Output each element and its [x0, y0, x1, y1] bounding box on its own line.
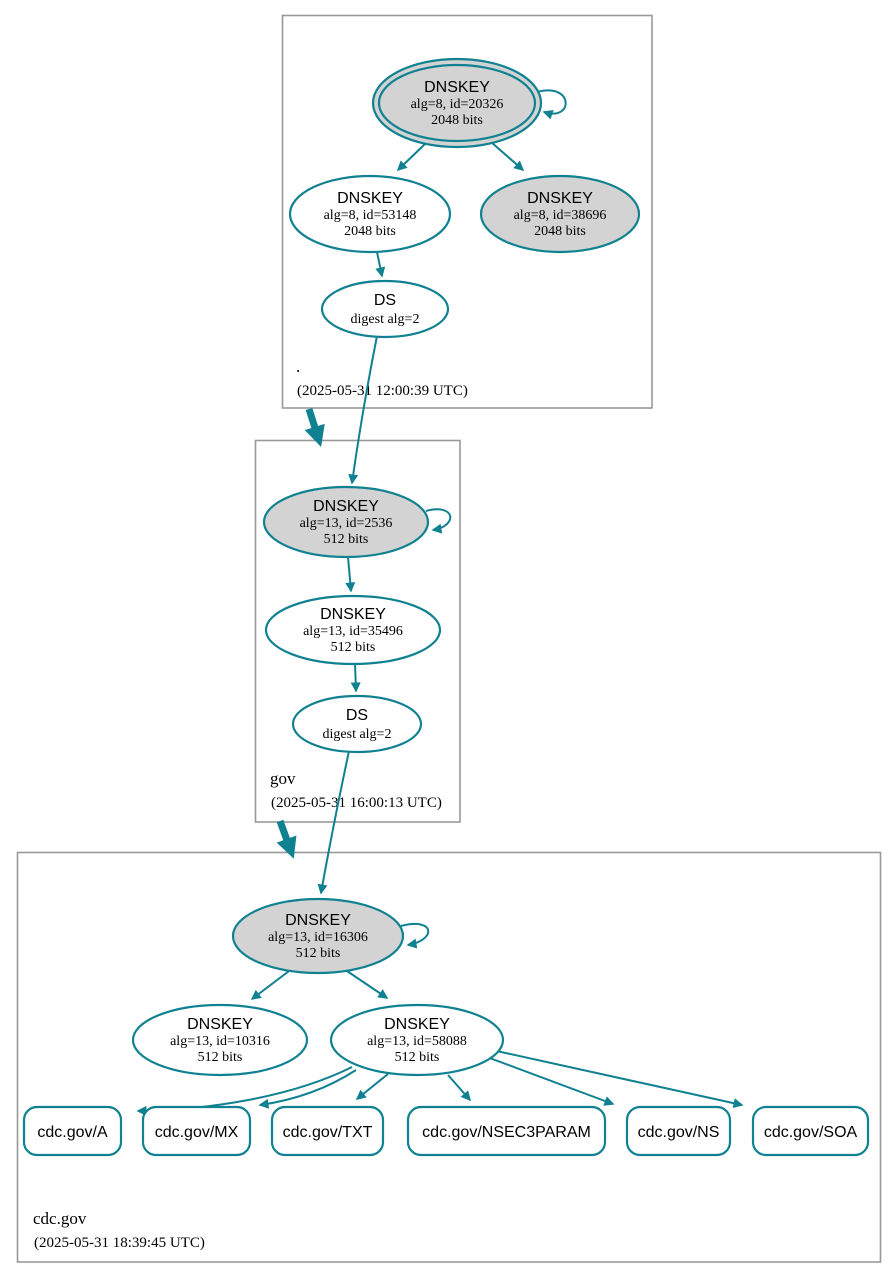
- zone-gov-label: gov: [270, 769, 296, 788]
- rrset-cdc-gov-ns-box: [625, 1105, 732, 1157]
- node-ds-gov[interactable]: DS digest alg=2: [291, 694, 423, 754]
- rrset-cdc-gov-soa-box: [751, 1105, 870, 1157]
- node-dnskey-16306[interactable]: DNSKEY alg=13, id=16306 512 bits: [231, 897, 405, 975]
- zone-cdc-gov: cdc.gov (2025-05-31 18:39:45 UTC): [16, 851, 882, 1263]
- rrset-cdc-gov-nsec3param[interactable]: cdc.gov/NSEC3PARAM: [406, 1105, 607, 1157]
- node-dnskey-2536-ellipse: [262, 485, 430, 559]
- node-dnskey-20326-size: 2048 bits: [431, 113, 483, 128]
- node-ds-root-ellipse: [320, 279, 450, 339]
- node-dnskey-2536-size: 512 bits: [324, 532, 369, 547]
- node-dnskey-16306-ellipse: [231, 897, 405, 975]
- edge-ds-gov-16306: [317, 750, 350, 895]
- node-dnskey-10316-detail: alg=13, id=10316: [170, 1034, 270, 1049]
- node-ds-gov-title: DS: [346, 707, 368, 724]
- zone-root-border: [281, 14, 653, 409]
- rrset-cdc-gov-mx[interactable]: cdc.gov/MX: [141, 1105, 252, 1157]
- node-dnskey-58088-size: 512 bits: [395, 1050, 440, 1065]
- rrset-cdc-gov-a-box: [22, 1105, 123, 1157]
- node-dnskey-58088-ellipse: [329, 1003, 505, 1077]
- node-dnskey-35496-detail: alg=13, id=35496: [303, 624, 403, 639]
- node-dnskey-16306-size: 512 bits: [296, 946, 341, 961]
- node-dnskey-38696-title: DNSKEY: [527, 190, 593, 207]
- node-dnskey-10316-title: DNSKEY: [187, 1016, 253, 1033]
- rrset-cdc-gov-ns-label: cdc.gov/NS: [638, 1124, 720, 1141]
- rrset-cdc-gov-txt-label: cdc.gov/TXT: [283, 1124, 373, 1141]
- node-dnskey-35496-ellipse: [264, 594, 442, 666]
- node-dnskey-38696-size: 2048 bits: [534, 224, 586, 239]
- node-dnskey-53148-size: 2048 bits: [344, 224, 396, 239]
- delegation-arrow-gov-cdc: [276, 819, 297, 859]
- edge-20326-38696: [490, 141, 525, 171]
- zone-cdc-gov-border: [16, 851, 882, 1263]
- delegation-arrow-root-gov: [304, 407, 325, 448]
- node-dnskey-53148-ellipse: [288, 174, 452, 254]
- edge-35496-ds-gov: [350, 662, 361, 693]
- rrset-cdc-gov-soa-label: cdc.gov/SOA: [764, 1124, 858, 1141]
- edge-53148-ds-root: [375, 251, 386, 278]
- node-dnskey-16306-title: DNSKEY: [285, 912, 351, 929]
- zone-root-timestamp: (2025-05-31 12:00:39 UTC): [297, 383, 468, 399]
- node-dnskey-2536-detail: alg=13, id=2536: [300, 516, 393, 531]
- edge-16306-58088: [343, 968, 389, 999]
- node-dnskey-53148-title: DNSKEY: [337, 190, 403, 207]
- zone-cdc-gov-timestamp: (2025-05-31 18:39:45 UTC): [34, 1235, 205, 1251]
- rrset-cdc-gov-soa[interactable]: cdc.gov/SOA: [751, 1105, 870, 1157]
- edge-58088-ns: [486, 1056, 615, 1106]
- edge-selfloop-16306: [400, 923, 430, 949]
- node-ds-root[interactable]: DS digest alg=2: [320, 279, 450, 339]
- node-dnskey-38696[interactable]: DNSKEY alg=8, id=38696 2048 bits: [479, 174, 641, 254]
- node-dnskey-20326-detail: alg=8, id=20326: [411, 97, 504, 112]
- rrset-cdc-gov-a[interactable]: cdc.gov/A: [22, 1105, 123, 1157]
- edge-58088-txt: [355, 1073, 389, 1100]
- zone-gov-timestamp: (2025-05-31 16:00:13 UTC): [271, 795, 442, 811]
- node-dnskey-58088-title: DNSKEY: [384, 1016, 450, 1033]
- node-dnskey-53148[interactable]: DNSKEY alg=8, id=53148 2048 bits: [288, 174, 452, 254]
- rrset-cdc-gov-ns[interactable]: cdc.gov/NS: [625, 1105, 732, 1157]
- zone-root-label: .: [296, 357, 300, 376]
- edge-58088-mx: [258, 1069, 357, 1109]
- edge-selfloop-2536: [425, 508, 452, 534]
- edge-2536-35496: [345, 556, 356, 593]
- node-ds-gov-detail: digest alg=2: [323, 727, 392, 742]
- node-dnskey-10316-size: 512 bits: [198, 1050, 243, 1065]
- node-dnskey-38696-detail: alg=8, id=38696: [514, 208, 607, 223]
- edge-20326-53148: [396, 142, 427, 172]
- node-dnskey-2536[interactable]: DNSKEY alg=13, id=2536 512 bits: [262, 485, 430, 559]
- node-dnskey-58088-detail: alg=13, id=58088: [367, 1034, 467, 1049]
- node-ds-root-detail: digest alg=2: [351, 312, 420, 327]
- node-ds-gov-ellipse: [291, 694, 423, 754]
- edge-16306-10316: [250, 967, 294, 1000]
- node-dnskey-35496[interactable]: DNSKEY alg=13, id=35496 512 bits: [264, 594, 442, 666]
- rrset-cdc-gov-txt[interactable]: cdc.gov/TXT: [270, 1105, 385, 1157]
- rrset-cdc-gov-a-label: cdc.gov/A: [37, 1124, 108, 1141]
- node-ds-root-title: DS: [374, 292, 396, 309]
- rrset-cdc-gov-mx-box: [141, 1105, 252, 1157]
- node-dnskey-2536-title: DNSKEY: [313, 498, 379, 515]
- node-dnskey-10316-ellipse: [131, 1003, 309, 1077]
- node-dnskey-53148-detail: alg=8, id=53148: [324, 208, 417, 223]
- node-dnskey-35496-title: DNSKEY: [320, 606, 386, 623]
- node-dnskey-20326[interactable]: DNSKEY alg=8, id=20326 2048 bits: [371, 57, 543, 149]
- edge-58088-nsec3param: [447, 1074, 471, 1102]
- edge-58088-soa: [491, 1049, 744, 1109]
- zone-cdc-gov-label: cdc.gov: [33, 1209, 87, 1228]
- zone-root: . (2025-05-31 12:00:39 UTC): [281, 14, 653, 409]
- rrset-cdc-gov-mx-label: cdc.gov/MX: [155, 1124, 239, 1141]
- rrset-cdc-gov-nsec3param-label: cdc.gov/NSEC3PARAM: [422, 1124, 591, 1141]
- rrset-cdc-gov-txt-box: [270, 1105, 385, 1157]
- rrset-cdc-gov-nsec3param-box: [406, 1105, 607, 1157]
- edge-ds-root-2536: [348, 335, 378, 485]
- edge-selfloop-20326: [536, 89, 567, 120]
- node-dnskey-20326-inner-ellipse: [377, 63, 537, 143]
- node-dnskey-16306-detail: alg=13, id=16306: [268, 930, 368, 945]
- node-dnskey-20326-title: DNSKEY: [424, 79, 490, 96]
- node-dnskey-38696-ellipse: [479, 174, 641, 254]
- node-dnskey-35496-size: 512 bits: [331, 640, 376, 655]
- node-dnskey-58088[interactable]: DNSKEY alg=13, id=58088 512 bits: [329, 1003, 505, 1077]
- node-dnskey-10316[interactable]: DNSKEY alg=13, id=10316 512 bits: [131, 1003, 309, 1077]
